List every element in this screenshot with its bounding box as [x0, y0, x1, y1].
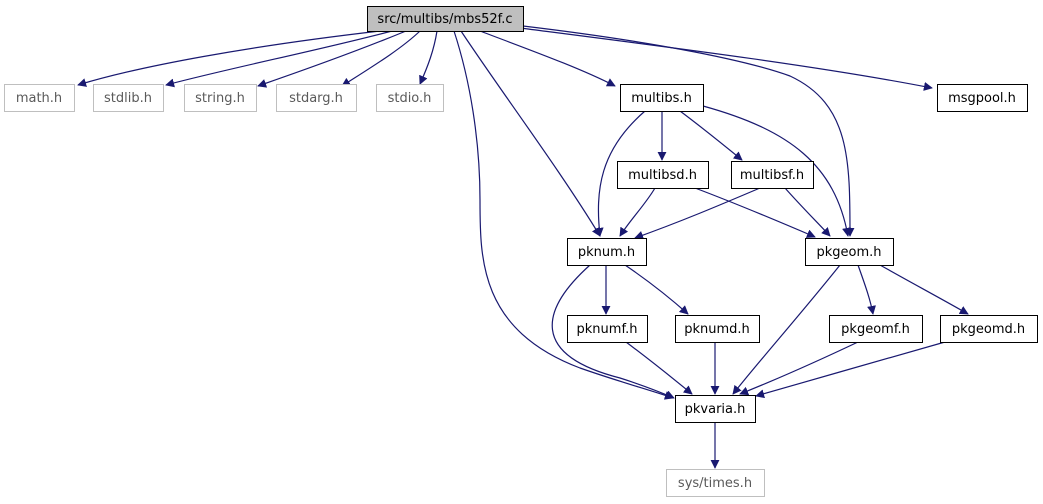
node-label: pkgeom.h: [816, 245, 881, 260]
node-label: stdlib.h: [104, 91, 152, 106]
node-pknum[interactable]: pknum.h: [567, 238, 647, 266]
edge-pknum-to-pknumd: [624, 264, 689, 315]
edge-root-to-math: [77, 30, 381, 87]
node-root[interactable]: src/multibs/mbs52f.c: [367, 6, 524, 32]
edge-pkgeomd-to-pkvaria: [755, 341, 946, 399]
node-box: [937, 84, 1028, 112]
node-pkgeomd[interactable]: pkgeomd.h: [940, 315, 1038, 343]
node-label: stdio.h: [388, 91, 432, 106]
node-box: [675, 315, 760, 343]
node-box: [829, 315, 923, 343]
edge-multibsf-to-pkgeom: [784, 187, 831, 237]
node-label: math.h: [16, 91, 62, 106]
edges-layer: [77, 25, 969, 469]
node-pkvaria[interactable]: pkvaria.h: [675, 395, 756, 423]
edge-pknum-to-pkvaria: [551, 264, 675, 399]
node-box: [620, 84, 704, 112]
node-label: pkgeomd.h: [952, 322, 1025, 337]
node-label: stdarg.h: [289, 91, 343, 106]
node-label: src/multibs/mbs52f.c: [377, 12, 512, 27]
node-stdlib[interactable]: stdlib.h: [93, 84, 164, 112]
edge-pkgeom-to-pkvaria: [732, 264, 841, 395]
node-box: [617, 161, 709, 189]
node-multibs[interactable]: multibs.h: [620, 84, 704, 112]
node-box: [940, 315, 1038, 343]
node-label: string.h: [195, 91, 245, 106]
node-label: pkvaria.h: [685, 402, 746, 417]
node-label: multibs.h: [631, 91, 692, 106]
node-stdio[interactable]: stdio.h: [376, 84, 444, 112]
edge-root-to-pkgeom: [522, 25, 855, 237]
edge-multibsd-to-pkgeom: [694, 187, 816, 238]
edge-pkgeomf-to-pkvaria: [739, 341, 859, 396]
node-pkgeomf[interactable]: pkgeomf.h: [829, 315, 923, 343]
node-box: [567, 238, 647, 266]
edge-pknumf-to-pkvaria: [625, 341, 693, 395]
edge-multibs-to-pknum: [594, 110, 646, 237]
edge-multibsd-to-pknum: [619, 187, 656, 237]
node-multibsf[interactable]: multibsf.h: [731, 161, 814, 189]
node-label: pkgeomf.h: [841, 322, 910, 337]
node-box: [276, 84, 357, 112]
edge-root-to-msgpool: [519, 27, 933, 91]
node-pknumd[interactable]: pknumd.h: [675, 315, 760, 343]
node-label: multibsf.h: [740, 168, 804, 183]
edge-root-to-stdio: [419, 30, 438, 85]
node-label: pknumf.h: [577, 322, 638, 337]
node-box: [675, 395, 756, 423]
node-box: [567, 315, 648, 343]
edge-root-to-stdlib: [165, 30, 393, 88]
node-box: [666, 469, 765, 497]
node-label: pknumd.h: [684, 322, 750, 337]
node-pknumf[interactable]: pknumf.h: [567, 315, 648, 343]
node-box: [805, 238, 894, 266]
node-box: [731, 161, 814, 189]
node-systimes[interactable]: sys/times.h: [666, 469, 765, 497]
edge-root-to-multibs: [479, 30, 616, 87]
node-box: [367, 6, 524, 32]
edge-multibsf-to-pknum: [634, 187, 761, 240]
node-math[interactable]: math.h: [4, 84, 75, 112]
edge-root-to-pkvaria: [453, 30, 674, 400]
node-box: [93, 84, 164, 112]
node-multibsd[interactable]: multibsd.h: [617, 161, 709, 189]
node-box: [376, 84, 444, 112]
node-label: msgpool.h: [948, 91, 1016, 106]
node-stdarg[interactable]: stdarg.h: [276, 84, 357, 112]
node-box: [4, 84, 75, 112]
nodes-layer: src/multibs/mbs52f.c math.h stdlib.h string…: [4, 6, 1038, 497]
node-pkgeom[interactable]: pkgeom.h: [805, 238, 894, 266]
node-string[interactable]: string.h: [184, 84, 257, 112]
edge-multibs-to-pkgeom: [702, 105, 851, 237]
edge-root-to-stdarg: [341, 30, 421, 87]
node-label: pknum.h: [578, 245, 635, 260]
node-box: [184, 84, 257, 112]
edge-root-to-string: [257, 30, 407, 88]
edge-pkgeom-to-pkgeomd: [879, 264, 969, 315]
node-msgpool[interactable]: msgpool.h: [937, 84, 1028, 112]
node-label: sys/times.h: [678, 476, 752, 491]
edge-root-to-pknum: [460, 30, 601, 237]
edge-multibs-to-multibsf: [679, 110, 743, 161]
edge-pkgeom-to-pkgeomf: [857, 264, 876, 315]
node-label: multibsd.h: [628, 168, 697, 183]
